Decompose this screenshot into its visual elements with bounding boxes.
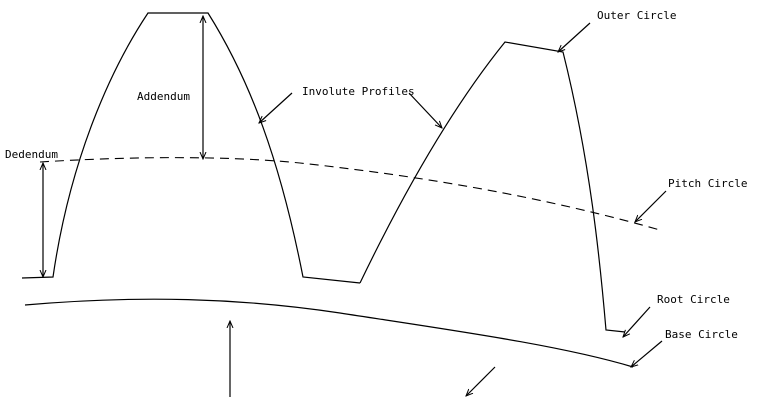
involute-profile-leader-2 xyxy=(408,92,442,128)
root-circle-label: Root Circle xyxy=(657,293,730,306)
involute-profiles-label: Involute Profiles xyxy=(302,85,415,98)
pitch-circle-leader xyxy=(635,190,667,222)
bottom-diagonal-arrow xyxy=(466,366,496,396)
base-circle-label: Base Circle xyxy=(665,328,738,341)
pitch-circle-label: Pitch Circle xyxy=(668,177,747,190)
outer-circle-label: Outer Circle xyxy=(597,9,676,22)
addendum-label: Addendum xyxy=(137,90,190,103)
root-circle-leader xyxy=(623,306,651,337)
base-circle-line xyxy=(24,298,634,368)
outer-circle-leader xyxy=(558,22,591,52)
dedendum-label: Dedendum xyxy=(5,148,58,161)
involute-profile-leader-1 xyxy=(259,92,293,123)
tooth-1-profile xyxy=(21,12,361,284)
base-circle-leader xyxy=(631,340,663,367)
pitch-circle-line xyxy=(39,157,661,231)
